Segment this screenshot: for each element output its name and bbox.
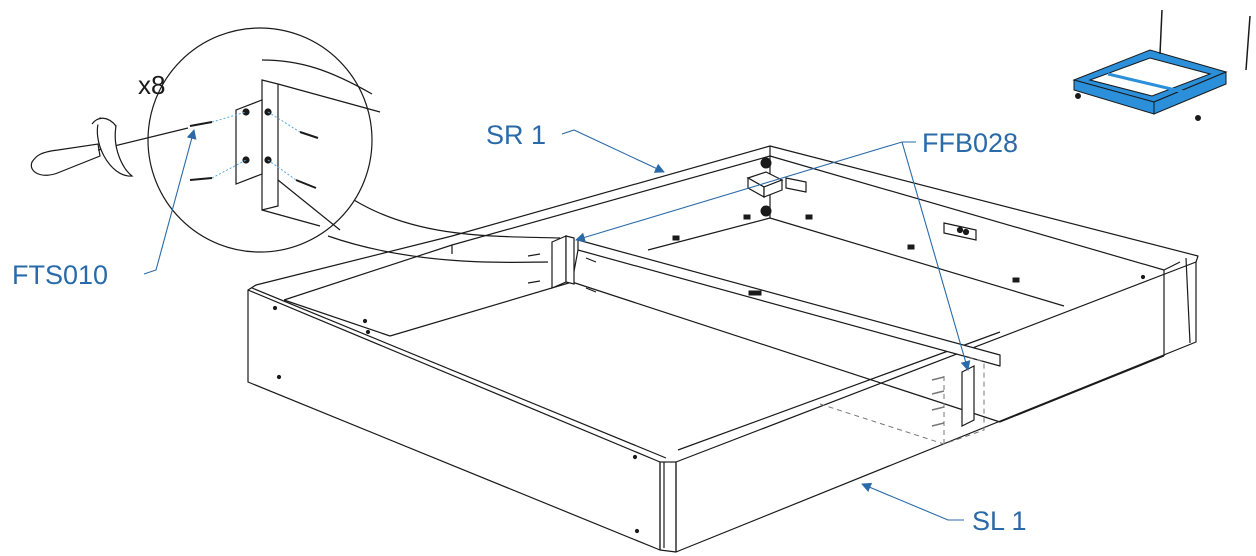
connector-blocks [746,171,977,241]
front-left-panel [247,289,661,551]
leader-lines [143,129,971,521]
center-rail [577,239,1001,367]
bed-frame [247,145,1199,553]
frame-hardware [272,157,1146,534]
part-label-sr1: SR 1 [486,120,547,150]
part-label-sl1: SL 1 [972,506,1027,536]
completed-frame-thumbnail [1072,9,1251,121]
quantity-label: x8 [138,70,166,100]
part-label-ffb028: FFB028 [922,128,1019,158]
part-label-fts010: FTS010 [12,260,109,290]
front-right-panel [675,261,1197,553]
detail-magnifier [147,27,561,264]
detail-screws [189,121,319,189]
detail-guides [211,111,301,181]
corner-bracket [527,235,597,293]
detail-outline [819,355,985,445]
screwdriver-icon [30,117,189,177]
